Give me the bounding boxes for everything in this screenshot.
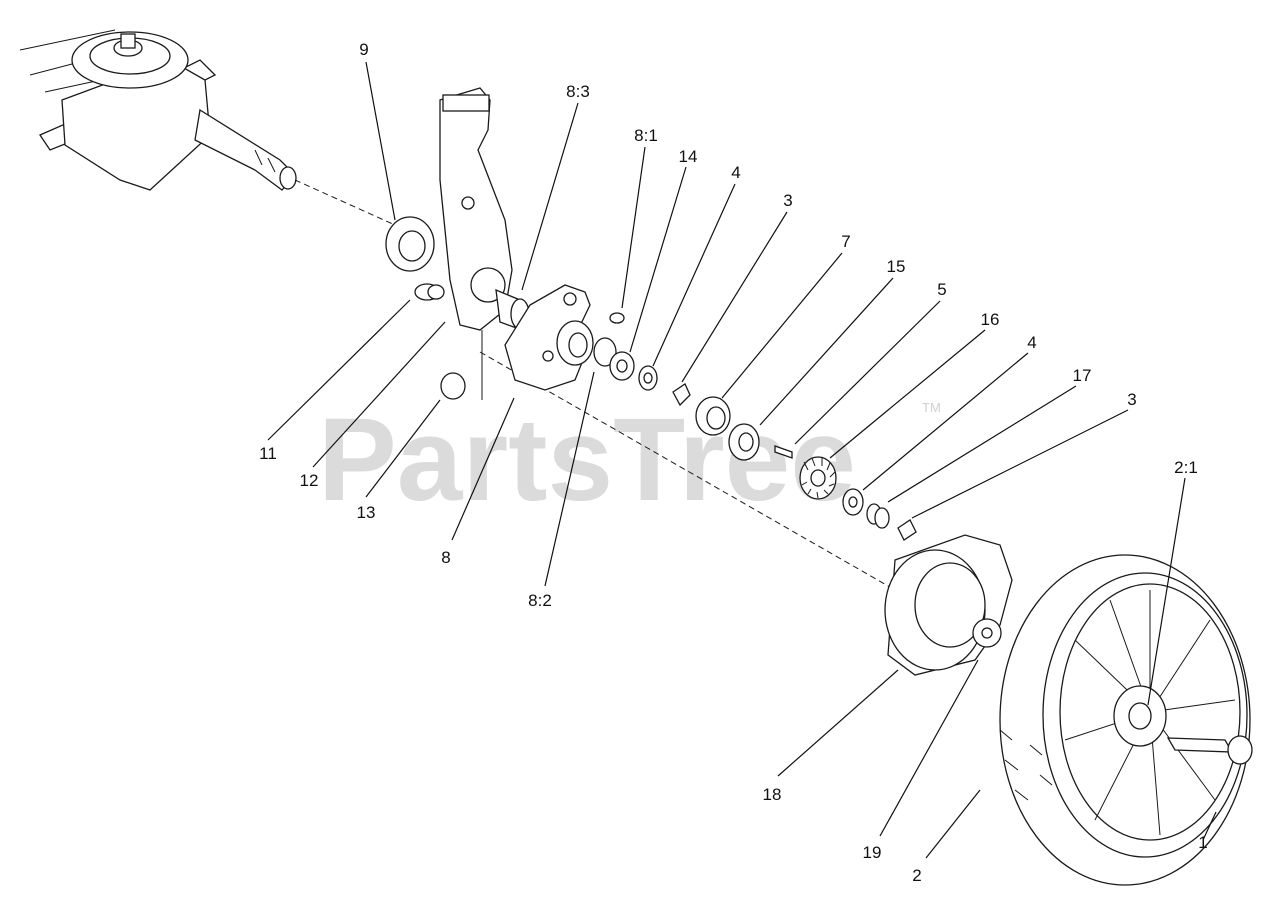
bushing-part-13 (440, 372, 466, 400)
callout-8: 8 (441, 548, 450, 567)
callout-4-lower: 4 (1027, 333, 1036, 352)
wheel-part-2 (999, 554, 1251, 886)
callout-15: 15 (887, 257, 906, 276)
callout-8-1: 8:1 (634, 126, 658, 145)
callout-1: 1 (1198, 833, 1207, 852)
callout-5: 5 (937, 280, 946, 299)
callout-4-upper: 4 (731, 163, 740, 182)
clip-part-3-lower (897, 519, 917, 541)
height-adjust-lever-8-3 (439, 87, 513, 400)
callout-8-3: 8:3 (566, 82, 590, 101)
watermark-text: PartsTree (318, 394, 856, 526)
cover-part-7 (695, 396, 731, 436)
washer-part-19 (972, 618, 1002, 648)
callout-8-2: 8:2 (528, 591, 552, 610)
leader-lines (267, 61, 1217, 859)
callout-12: 12 (300, 471, 319, 490)
callout-14: 14 (679, 147, 698, 166)
callout-17: 17 (1073, 366, 1092, 385)
axle-tube (593, 337, 617, 367)
callout-16: 16 (981, 310, 1000, 329)
clip-part-3-upper (672, 383, 691, 407)
callout-2-1: 2:1 (1174, 458, 1198, 477)
seal-part-9 (385, 216, 435, 272)
callout-13: 13 (357, 503, 376, 522)
pin-part-5 (774, 445, 793, 459)
axle-centerline-lower (479, 351, 931, 611)
bolt-part-1 (1166, 735, 1253, 765)
washer-part-4-upper (638, 365, 658, 391)
axle-centerline-upper (294, 179, 396, 226)
nut-part-8-1 (609, 312, 625, 324)
callout-labels: 9 8:3 8:1 14 4 3 7 15 5 16 4 17 3 2:1 11… (259, 40, 1208, 885)
callout-19: 19 (863, 843, 882, 862)
callout-2: 2 (912, 866, 921, 885)
callout-11: 11 (259, 444, 277, 463)
callout-3-lower: 3 (1127, 390, 1136, 409)
callout-7: 7 (841, 232, 850, 251)
watermark-trademark: TM (922, 400, 941, 415)
callout-3-upper: 3 (783, 191, 792, 210)
callout-18: 18 (763, 785, 782, 804)
spacer-part-17 (866, 503, 890, 529)
spacer-part-11 (414, 283, 445, 301)
callout-9: 9 (359, 40, 368, 59)
bearing-part-15 (728, 423, 760, 461)
pinion-gear-part-16 (799, 456, 837, 500)
washer-part-14 (609, 351, 635, 381)
washer-part-4-lower (842, 488, 864, 516)
transmission-assembly (19, 29, 297, 191)
pivot-plate-part-8 (504, 284, 594, 391)
ring-gear-part-18 (884, 534, 1013, 676)
